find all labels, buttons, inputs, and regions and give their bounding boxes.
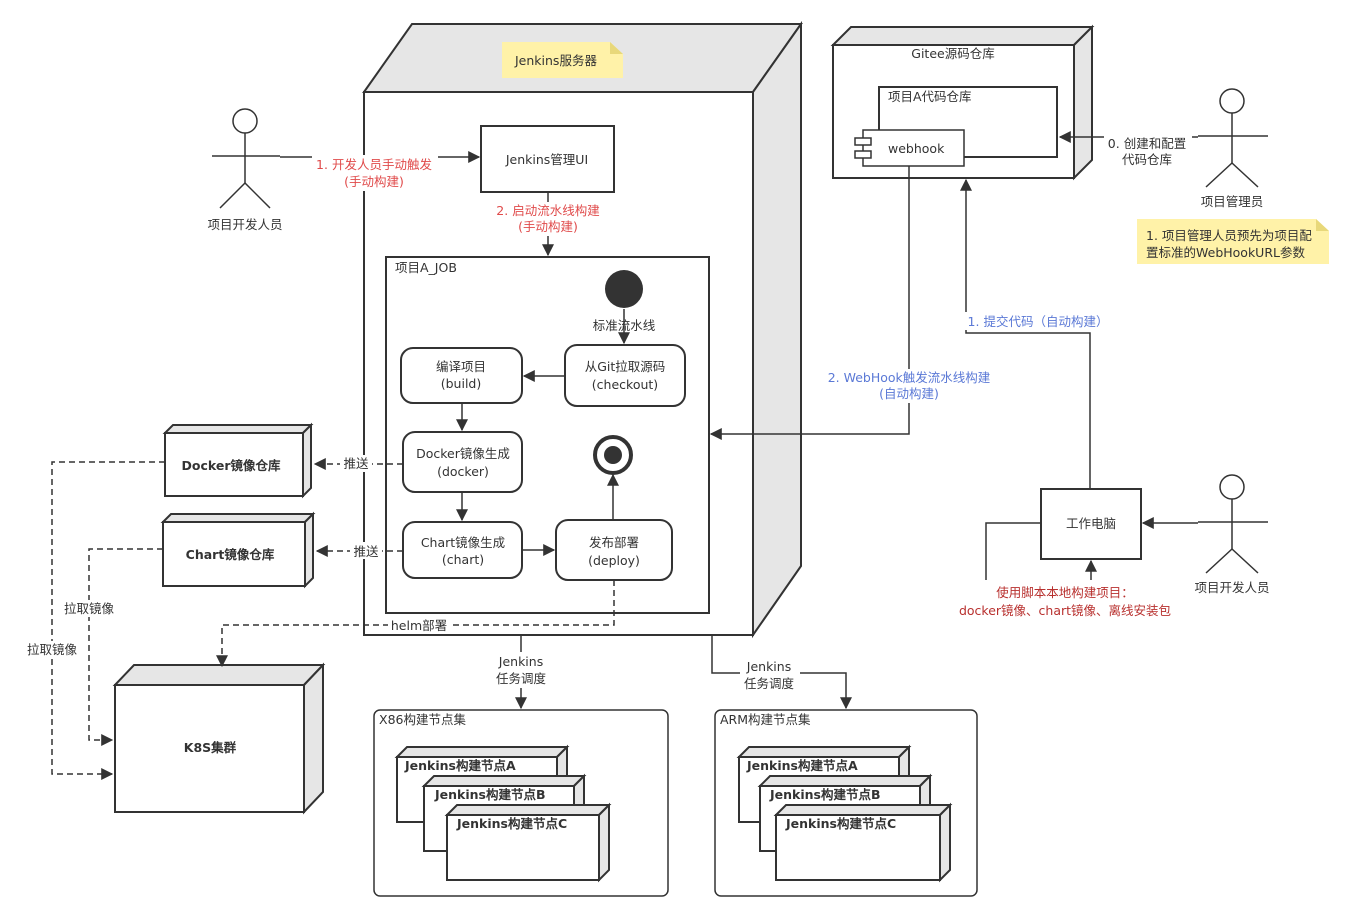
create-repo-label: 0. 创建和配置 代码仓库 <box>1104 134 1192 168</box>
svg-text:1. 提交代码（自动构建）: 1. 提交代码（自动构建） <box>968 314 1109 329</box>
svg-text:2. 启动流水线构建: 2. 启动流水线构建 <box>496 203 600 218</box>
developer-actor-right: 项目开发人员 <box>1194 474 1270 595</box>
svg-text:(手动构建): (手动构建) <box>518 219 578 234</box>
step-chart[interactable]: Chart镜像生成 (chart) <box>402 521 523 579</box>
svg-text:(chart): (chart) <box>442 552 484 567</box>
svg-text:Jenkins构建节点B: Jenkins构建节点B <box>769 787 881 802</box>
svg-text:任务调度: 任务调度 <box>496 671 547 686</box>
svg-text:Docker镜像生成: Docker镜像生成 <box>416 446 510 461</box>
step-deploy[interactable]: 发布部署 (deploy) <box>555 519 673 581</box>
push-chart-label: 推送 <box>350 542 382 559</box>
svg-text:Gitee源码仓库: Gitee源码仓库 <box>911 46 994 61</box>
svg-text:项目A代码仓库: 项目A代码仓库 <box>888 89 972 104</box>
webhook-trigger-label: 2. WebHook触发流水线构建 (自动构建) <box>822 369 996 403</box>
svg-text:从Git拉取源码: 从Git拉取源码 <box>585 359 666 374</box>
svg-text:X86构建节点集: X86构建节点集 <box>379 712 466 727</box>
svg-text:编译项目: 编译项目 <box>436 359 486 374</box>
pull-image-label-outer: 拉取镜像 <box>24 641 80 658</box>
admin-actor: 项目管理员 <box>1198 88 1268 209</box>
svg-text:代码仓库: 代码仓库 <box>1122 152 1172 167</box>
svg-text:Jenkins构建节点A: Jenkins构建节点A <box>404 758 516 773</box>
svg-text:(自动构建): (自动构建) <box>879 386 939 401</box>
svg-text:推送: 推送 <box>343 456 369 471</box>
pull-image-label-inner: 拉取镜像 <box>61 600 117 617</box>
svg-text:拉取镜像: 拉取镜像 <box>64 601 115 616</box>
svg-text:1. 开发人员手动触发: 1. 开发人员手动触发 <box>316 157 432 172</box>
svg-text:项目A_JOB: 项目A_JOB <box>395 260 457 275</box>
push-docker-label: 推送 <box>340 455 372 472</box>
svg-text:Jenkins: Jenkins <box>746 659 791 674</box>
docker-repo-node: Docker镜像仓库 <box>162 422 314 499</box>
pipeline-start-node <box>605 270 643 308</box>
svg-text:docker镜像、chart镜像、离线安装包: docker镜像、chart镜像、离线安装包 <box>959 603 1171 618</box>
svg-text:Jenkins构建节点A: Jenkins构建节点A <box>746 758 858 773</box>
svg-text:发布部署: 发布部署 <box>589 535 639 550</box>
svg-text:(checkout): (checkout) <box>592 377 658 392</box>
pipeline-arrows <box>456 309 630 556</box>
pipeline-end-node <box>593 435 633 475</box>
svg-text:Jenkins构建节点C: Jenkins构建节点C <box>785 816 896 831</box>
commit-code-label: 1. 提交代码（自动构建） <box>965 312 1111 330</box>
svg-text:置标准的WebHookURL参数: 置标准的WebHookURL参数 <box>1146 245 1305 260</box>
chart-repo-node: Chart镜像仓库 <box>160 511 316 589</box>
svg-text:K8S集群: K8S集群 <box>184 740 237 755</box>
svg-text:Chart镜像生成: Chart镜像生成 <box>421 535 505 550</box>
jenkins-ui-box[interactable]: Jenkins管理UI <box>480 125 615 193</box>
manual-trigger-label: 1. 开发人员手动触发 (手动构建) <box>312 155 438 191</box>
step-checkout[interactable]: 从Git拉取源码 (checkout) <box>564 344 686 407</box>
svg-text:Jenkins构建节点C: Jenkins构建节点C <box>456 816 567 831</box>
svg-text:helm部署: helm部署 <box>391 618 447 633</box>
svg-text:(docker): (docker) <box>437 464 489 479</box>
svg-text:项目管理员: 项目管理员 <box>1201 194 1264 209</box>
step-docker[interactable]: Docker镜像生成 (docker) <box>402 431 523 493</box>
svg-text:(手动构建): (手动构建) <box>344 174 404 189</box>
admin-note: 1. 项目管理人员预先为项目配 置标准的WebHookURL参数 <box>1137 219 1329 264</box>
svg-text:Jenkins管理UI: Jenkins管理UI <box>505 152 588 167</box>
svg-text:推送: 推送 <box>353 544 379 559</box>
svg-text:Jenkins: Jenkins <box>498 654 543 669</box>
svg-text:ARM构建节点集: ARM构建节点集 <box>720 712 811 727</box>
svg-text:Jenkins构建节点B: Jenkins构建节点B <box>434 787 546 802</box>
svg-text:Jenkins服务器: Jenkins服务器 <box>514 53 597 68</box>
helm-deploy-label: helm部署 <box>388 617 450 633</box>
svg-text:项目开发人员: 项目开发人员 <box>1194 580 1269 595</box>
svg-text:工作电脑: 工作电脑 <box>1066 516 1116 531</box>
step-build[interactable]: 编译项目 (build) <box>400 347 523 404</box>
svg-text:2. WebHook触发流水线构建: 2. WebHook触发流水线构建 <box>828 370 991 385</box>
x86-build-node-c[interactable]: Jenkins构建节点C <box>444 802 612 883</box>
k8s-cluster-node: K8S集群 <box>112 662 326 815</box>
arm-build-node-c[interactable]: Jenkins构建节点C <box>773 802 953 883</box>
svg-text:1. 项目管理人员预先为项目配: 1. 项目管理人员预先为项目配 <box>1146 228 1312 243</box>
workstation-box[interactable]: 工作电脑 <box>1040 488 1142 560</box>
svg-text:拉取镜像: 拉取镜像 <box>27 642 78 657</box>
svg-text:Chart镜像仓库: Chart镜像仓库 <box>186 547 275 562</box>
svg-text:任务调度: 任务调度 <box>744 676 795 691</box>
svg-text:(deploy): (deploy) <box>588 553 640 568</box>
svg-text:0. 创建和配置: 0. 创建和配置 <box>1108 136 1186 151</box>
svg-text:使用脚本本地构建项目：: 使用脚本本地构建项目： <box>996 585 1134 600</box>
dispatch-x86-label: Jenkins 任务调度 <box>490 652 552 688</box>
svg-text:webhook: webhook <box>888 141 945 156</box>
local-build-label: 使用脚本本地构建项目： docker镜像、chart镜像、离线安装包 <box>959 585 1171 618</box>
svg-text:Docker镜像仓库: Docker镜像仓库 <box>182 458 281 473</box>
dispatch-arm-label: Jenkins 任务调度 <box>740 657 800 693</box>
developer-actor-left: 项目开发人员 <box>207 108 283 232</box>
svg-text:项目开发人员: 项目开发人员 <box>207 217 282 232</box>
svg-text:(build): (build) <box>441 376 482 391</box>
jenkins-server-note: Jenkins服务器 <box>502 42 623 78</box>
webhook-component[interactable]: webhook <box>854 129 965 167</box>
start-pipeline-label: 2. 启动流水线构建 (手动构建) <box>490 202 606 236</box>
